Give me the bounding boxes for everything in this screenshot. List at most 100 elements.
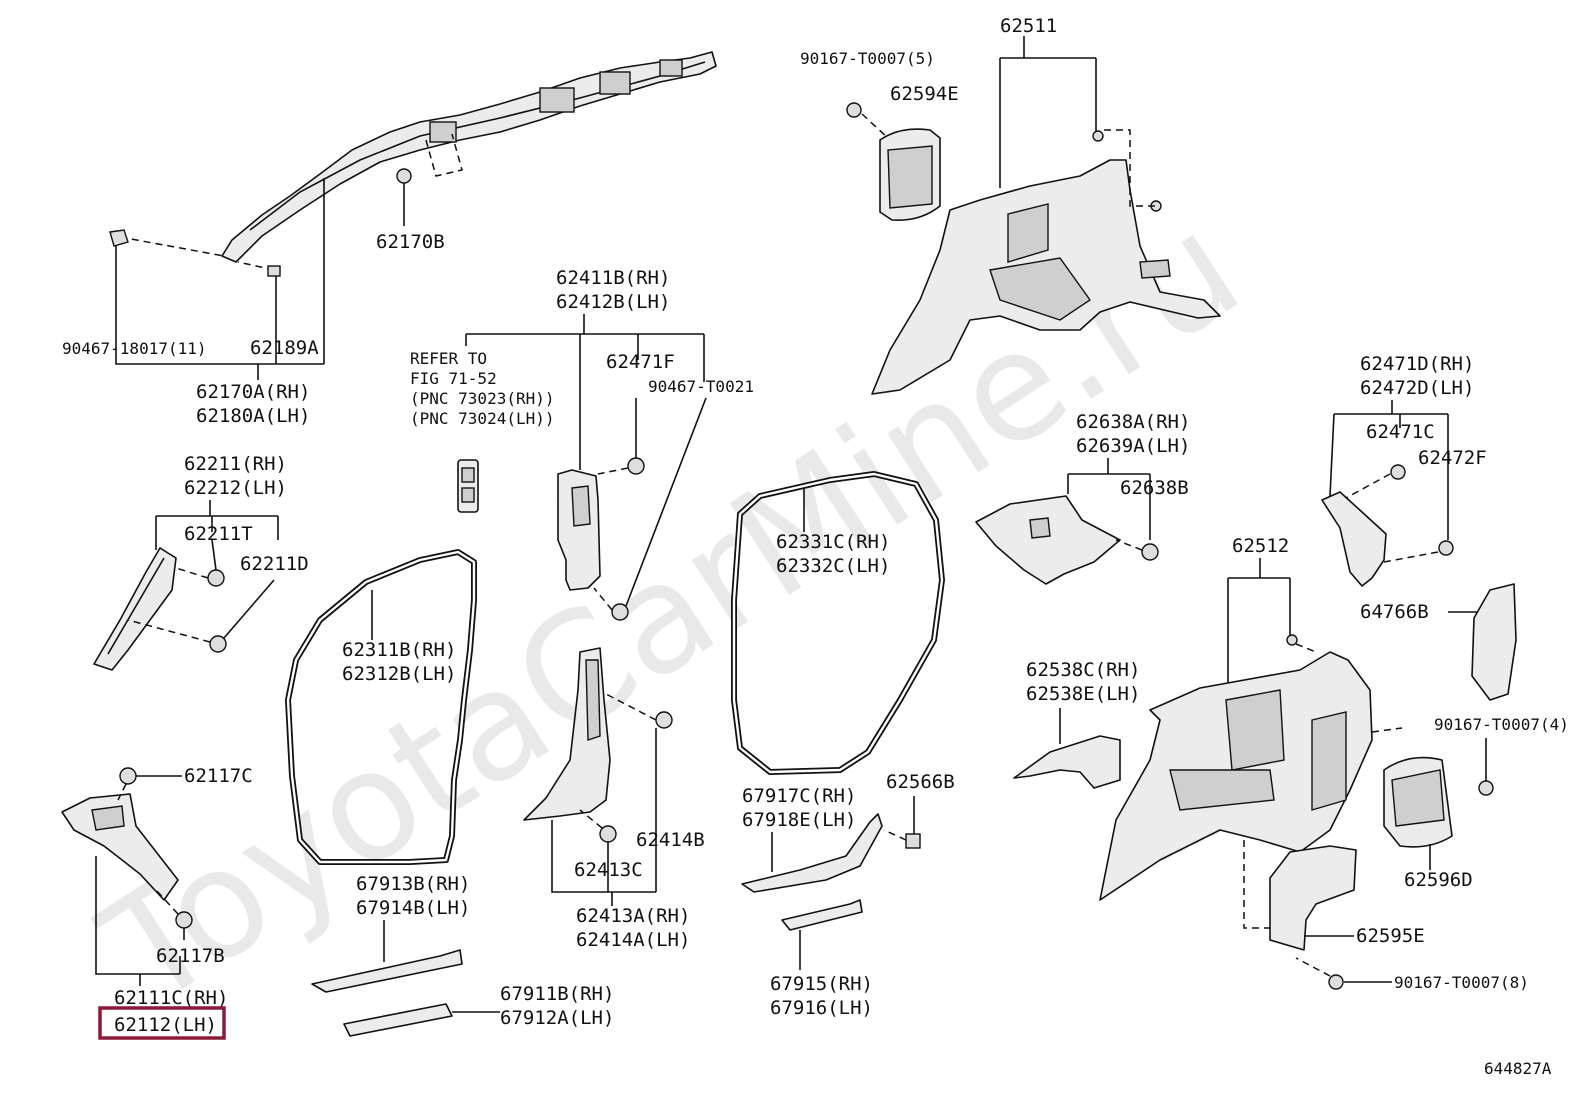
- clip-62211D[interactable]: [127, 579, 275, 653]
- clip-62413C[interactable]: [579, 809, 617, 843]
- label-62471D[interactable]: 62471D(RH): [1360, 353, 1474, 375]
- label-62117B[interactable]: 62117B: [156, 945, 225, 967]
- clip-62117B[interactable]: [155, 889, 193, 940]
- label-62413C[interactable]: 62413C: [574, 859, 643, 881]
- part-refer-switch[interactable]: [457, 459, 479, 513]
- part-67911B-scuff-plate[interactable]: [343, 1003, 453, 1037]
- part-67915-scuff-plate[interactable]: [781, 899, 863, 931]
- part-62170A-roof-rail-garnish[interactable]: [221, 51, 717, 263]
- clip-62211T[interactable]: [175, 539, 225, 587]
- label-62596D[interactable]: 62596D: [1404, 869, 1473, 891]
- label-62117C[interactable]: 62117C: [184, 765, 253, 787]
- label-62111C[interactable]: 62111C(RH): [114, 987, 228, 1009]
- part-62331C-rear-door-seal[interactable]: [731, 471, 945, 775]
- label-67915[interactable]: 67915(RH): [770, 973, 873, 995]
- clip-90167-T0007-4[interactable]: [1478, 738, 1494, 796]
- label-90167-T0007-4[interactable]: 90167-T0007(4): [1434, 715, 1569, 734]
- label-refer-1[interactable]: REFER TO: [410, 349, 487, 368]
- clip-90467-T0021[interactable]: [593, 397, 707, 621]
- part-62471D-back-door-garnish[interactable]: [1321, 491, 1387, 587]
- clip-62414B[interactable]: [605, 693, 673, 729]
- part-62211-front-pillar[interactable]: [93, 547, 177, 671]
- clip-62511-a[interactable]: [1092, 130, 1104, 142]
- label-62595E[interactable]: 62595E: [1356, 925, 1425, 947]
- label-62413A[interactable]: 62413A(RH): [576, 905, 690, 927]
- label-62412B[interactable]: 62412B(LH): [556, 291, 670, 313]
- label-62471C[interactable]: 62471C: [1366, 421, 1435, 443]
- label-62170B[interactable]: 62170B: [376, 231, 445, 253]
- leader-62638A: [1067, 458, 1151, 540]
- label-62594E[interactable]: 62594E: [890, 83, 959, 105]
- part-62311B-front-door-seal[interactable]: [285, 549, 477, 865]
- part-67917C-scuff-plate[interactable]: [741, 813, 883, 893]
- clip-90467-18017[interactable]: [109, 229, 129, 247]
- label-refer-2[interactable]: FIG 71-52: [410, 369, 497, 388]
- label-62411B[interactable]: 62411B(RH): [556, 267, 670, 289]
- label-67913B[interactable]: 67913B(RH): [356, 873, 470, 895]
- label-62511[interactable]: 62511: [1000, 15, 1057, 37]
- clip-62170B[interactable]: [396, 168, 412, 226]
- leader-62211: [155, 500, 279, 550]
- label-90167-T0007-8[interactable]: 90167-T0007(8): [1394, 973, 1529, 992]
- part-62595E-cover[interactable]: [1269, 845, 1357, 951]
- label-62180A[interactable]: 62180A(LH): [196, 405, 310, 427]
- label-62331C[interactable]: 62331C(RH): [776, 531, 890, 553]
- clip-62472F[interactable]: [1383, 540, 1454, 563]
- label-62311B[interactable]: 62311B(RH): [342, 639, 456, 661]
- label-62211T[interactable]: 62211T: [184, 523, 253, 545]
- label-62312B[interactable]: 62312B(LH): [342, 663, 456, 685]
- label-62512[interactable]: 62512: [1232, 535, 1289, 557]
- label-refer-3[interactable]: (PNC 73023(RH)): [410, 389, 555, 408]
- label-62638A[interactable]: 62638A(RH): [1076, 411, 1190, 433]
- label-62638B[interactable]: 62638B: [1120, 477, 1189, 499]
- label-67917C[interactable]: 67917C(RH): [742, 785, 856, 807]
- label-62212LH[interactable]: 62212(LH): [184, 477, 287, 499]
- label-62414B[interactable]: 62414B: [636, 829, 705, 851]
- label-62639A[interactable]: 62639A(LH): [1076, 435, 1190, 457]
- label-refer-4[interactable]: (PNC 73024(LH)): [410, 409, 555, 428]
- clip-62638B[interactable]: [1115, 539, 1159, 561]
- label-67914B[interactable]: 67914B(LH): [356, 897, 470, 919]
- label-67918E[interactable]: 67918E(LH): [742, 809, 856, 831]
- label-90467-18017[interactable]: 90467-18017(11): [62, 339, 207, 358]
- part-62594E-cover[interactable]: [879, 128, 941, 222]
- label-90467-T0021[interactable]: 90467-T0021: [648, 377, 754, 396]
- label-62170A[interactable]: 62170A(RH): [196, 381, 310, 403]
- label-67912A[interactable]: 67912A(LH): [500, 1007, 614, 1029]
- label-62472D[interactable]: 62472D(LH): [1360, 377, 1474, 399]
- part-62638A-garnish[interactable]: [975, 495, 1121, 585]
- label-62566B[interactable]: 62566B: [886, 771, 955, 793]
- label-62538E[interactable]: 62538E(LH): [1026, 683, 1140, 705]
- highlight-62112: [98, 1006, 226, 1040]
- label-62414A[interactable]: 62414A(LH): [576, 929, 690, 951]
- clip-62471F[interactable]: [597, 398, 645, 475]
- part-62111C-cowl-side-trim[interactable]: [61, 793, 179, 901]
- part-62596D-cover[interactable]: [1383, 756, 1453, 848]
- label-62472F[interactable]: 62472F: [1418, 447, 1487, 469]
- clip-62189A[interactable]: [267, 265, 281, 277]
- clip-62512[interactable]: [1286, 634, 1298, 646]
- label-62211D[interactable]: 62211D: [240, 553, 309, 575]
- clip-90167-T0007-5[interactable]: [846, 102, 889, 139]
- clip-62566B[interactable]: [883, 796, 921, 849]
- clip-90167-T0007-8[interactable]: [1295, 957, 1392, 990]
- part-64766B-cover[interactable]: [1471, 583, 1517, 701]
- label-90167-T0007-5[interactable]: 90167-T0007(5): [800, 49, 935, 68]
- label-64766B[interactable]: 64766B: [1360, 601, 1429, 623]
- label-62332C[interactable]: 62332C(LH): [776, 555, 890, 577]
- label-62211RH[interactable]: 62211(RH): [184, 453, 287, 475]
- part-62512-quarter-trim-lower[interactable]: [1099, 651, 1373, 901]
- part-67913B-scuff-plate[interactable]: [311, 949, 463, 993]
- label-62538C[interactable]: 62538C(RH): [1026, 659, 1140, 681]
- part-62538C-garnish[interactable]: [1013, 735, 1121, 789]
- clip-62471C[interactable]: [1345, 464, 1406, 499]
- clip-62117C[interactable]: [117, 767, 182, 801]
- part-62413A-center-pillar-lower[interactable]: [523, 647, 611, 821]
- label-62471F[interactable]: 62471F: [606, 351, 675, 373]
- label-62112[interactable]: 62112(LH): [114, 1014, 217, 1036]
- part-62411B-b-pillar-upper[interactable]: [557, 469, 601, 591]
- label-67916[interactable]: 67916(LH): [770, 997, 873, 1019]
- label-67911B[interactable]: 67911B(RH): [500, 983, 614, 1005]
- label-62189A[interactable]: 62189A: [250, 337, 319, 359]
- part-62511-quarter-trim-upper[interactable]: [871, 159, 1221, 395]
